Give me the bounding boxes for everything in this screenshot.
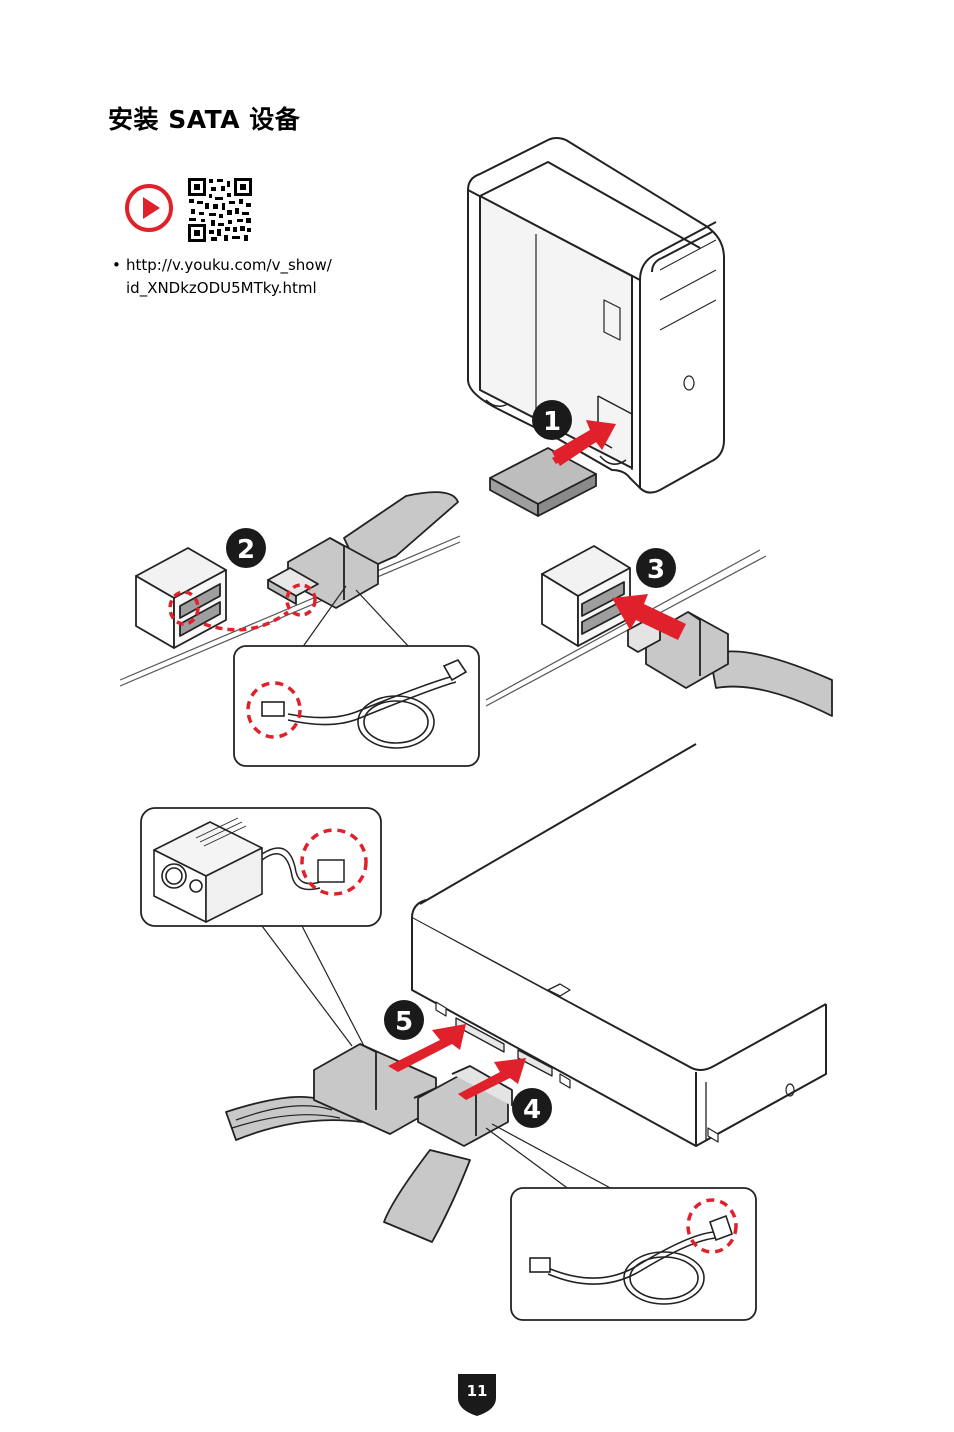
step-badge-1: 1 (532, 400, 572, 440)
callout-box-step2 (233, 645, 480, 767)
arrow-step5 (388, 1024, 466, 1072)
dashed-guide-step2 (168, 583, 317, 632)
callout-lines-psu (261, 925, 365, 1047)
svg-text:1: 1 (543, 407, 561, 437)
sata-cable-step3 (627, 611, 833, 717)
arrow-step4 (458, 1058, 526, 1100)
page-title: 安装 SATA 设备 (108, 105, 301, 134)
arrow-step3 (612, 594, 686, 640)
arrow-step1-head (552, 420, 616, 466)
callout-lines-step4 (485, 1123, 615, 1191)
step-badge-3: 3 (636, 548, 676, 588)
svg-text:5: 5 (395, 1007, 413, 1037)
svg-text:3: 3 (647, 555, 665, 585)
motherboard-rail-right (485, 549, 767, 707)
dashed-guide-step4-detail (686, 1198, 738, 1254)
bullet: • (112, 256, 121, 274)
cable-detail-step4 (529, 1214, 734, 1305)
hdd-small (489, 447, 597, 517)
sata-port-block-right (541, 545, 631, 647)
step-badge-2: 2 (226, 528, 266, 568)
video-link[interactable]: • http://v.youku.com/v_show/ id_XNDkzODU5… (112, 254, 332, 300)
dashed-guide-step2-detail (246, 681, 302, 739)
step-badge-4: 4 (512, 1088, 552, 1128)
callout-lines-step2 (301, 585, 411, 649)
page-number: 11 (466, 1382, 488, 1400)
psu-cable (261, 847, 345, 891)
psu-unit (153, 817, 263, 923)
dashed-guide-psu (300, 828, 368, 896)
link-text-line2[interactable]: id_XNDkzODU5MTky.html (126, 279, 317, 297)
cable-detail-step2 (261, 659, 468, 749)
link-text-line1[interactable]: http://v.youku.com/v_show/ (126, 256, 332, 274)
callout-box-step4 (510, 1187, 757, 1321)
svg-text:2: 2 (237, 535, 255, 565)
sata-port-block-left (135, 547, 227, 649)
pc-case (467, 137, 725, 494)
play-icon[interactable] (124, 183, 174, 233)
page-shield-icon (458, 1374, 496, 1416)
svg-text:4: 4 (523, 1095, 541, 1125)
qr-code (187, 177, 253, 243)
sata-cable-step2 (267, 491, 459, 609)
hdd-large (410, 743, 830, 1152)
step-badge-5: 5 (384, 1000, 424, 1040)
